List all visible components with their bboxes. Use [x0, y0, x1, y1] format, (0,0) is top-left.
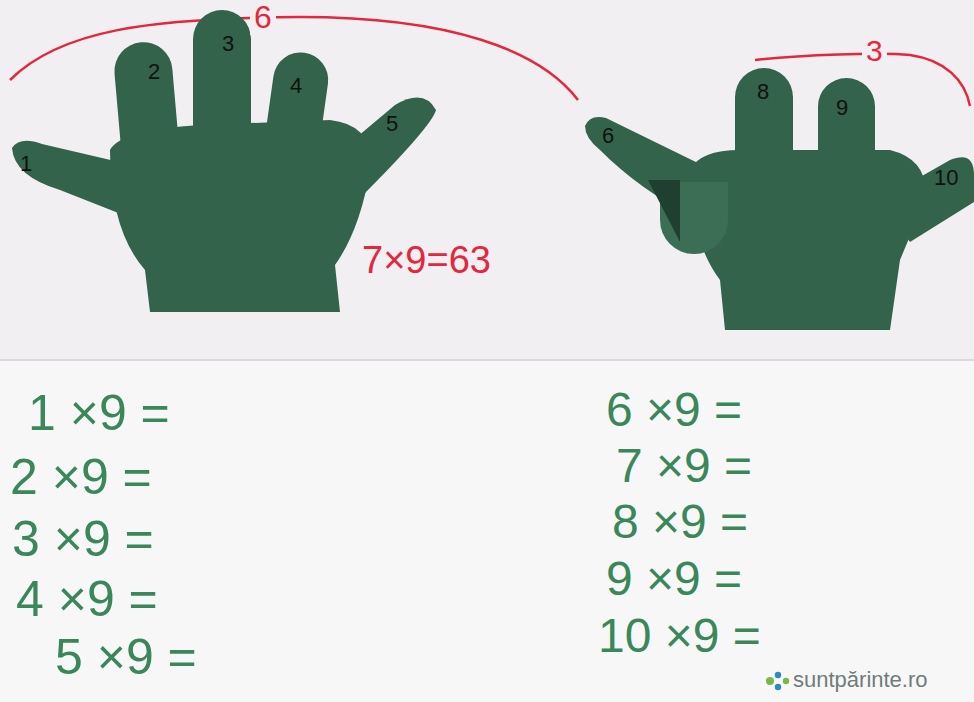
finger-number: 2 [148, 60, 160, 84]
finger-number: 6 [602, 124, 614, 148]
hand-part [818, 78, 875, 218]
finger-number: 8 [757, 80, 769, 104]
hand-part [880, 157, 974, 242]
finger-number: 3 [222, 32, 234, 56]
lower-sheet [0, 360, 974, 702]
logo-icon [766, 672, 789, 690]
exercise-line: 4 ×9 = [16, 572, 158, 627]
logo-dot [775, 672, 781, 678]
finger-number: 10 [934, 166, 958, 190]
hand-cutout: 6 8 9 10 [583, 50, 974, 332]
exercise-line: 1 ×9 = [28, 386, 170, 441]
exercise-line: 7 ×9 = [616, 440, 752, 493]
exercise-line: 9 ×9 = [606, 553, 742, 606]
exercise-line: 8 ×9 = [612, 496, 748, 549]
hand-part [690, 150, 926, 330]
paper-fold [0, 359, 974, 361]
hand-part [12, 141, 132, 216]
finger-number: 5 [386, 112, 398, 136]
hand-outline [583, 50, 974, 332]
finger-number: 1 [20, 152, 32, 176]
upper-sheet [0, 0, 974, 360]
exercise-line: 5 ×9 = [55, 630, 197, 685]
hand-part [648, 180, 680, 242]
exercise-line: 10 ×9 = [598, 610, 761, 663]
logo-dot [775, 684, 781, 690]
arc-count: 3 [862, 34, 887, 67]
exercise-line: 2 ×9 = [10, 450, 152, 505]
logo-dot [766, 677, 774, 685]
watermark: suntpărinte.ro [793, 668, 928, 692]
arc-count: 6 [250, 0, 276, 35]
finger-number: 4 [290, 74, 302, 98]
hand-part [320, 98, 436, 198]
hand-part [112, 40, 182, 185]
hand-part [259, 49, 332, 185]
example-equation: 7×9=63 [362, 240, 491, 282]
exercise-line: 3 ×9 = [12, 512, 154, 567]
finger-number: 9 [836, 96, 848, 120]
logo-dot [783, 678, 789, 684]
exercise-line: 6 ×9 = [606, 384, 742, 437]
hand-part [735, 68, 793, 218]
hand-part [193, 10, 251, 170]
